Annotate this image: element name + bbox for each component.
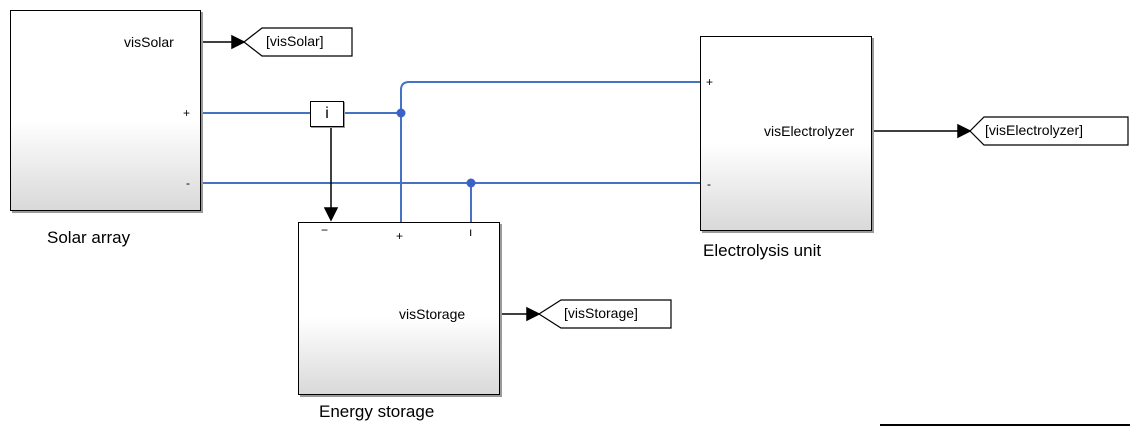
electrolysis-plus-port: + bbox=[706, 75, 714, 89]
electrolysis-viselectrolyzer-port-label: visElectrolyzer bbox=[764, 123, 855, 139]
arrowhead-viselectrolyzer bbox=[957, 123, 972, 139]
goto-vissolar-text: [visSolar] bbox=[266, 33, 324, 49]
storage-visstorage-port-label: visStorage bbox=[399, 306, 466, 322]
goto-viselectrolyzer-text: [visElectrolyzer] bbox=[985, 122, 1084, 138]
physical-connections bbox=[200, 81, 700, 222]
electrolysis-unit-label: Electrolysis unit bbox=[703, 241, 822, 260]
electrolysis-minus-port: - bbox=[707, 177, 711, 191]
solar-vissolar-port-label: visSolar bbox=[124, 34, 174, 50]
current-sensor-block[interactable]: i bbox=[310, 101, 344, 127]
solar-minus-port: - bbox=[186, 176, 190, 190]
goto-visstorage-text: [visStorage] bbox=[564, 305, 638, 321]
junction-dot-minus bbox=[466, 178, 476, 188]
junction-dot-plus bbox=[396, 108, 406, 118]
storage-plus-port: + bbox=[396, 229, 404, 243]
goto-viselectrolyzer-shape bbox=[969, 116, 1129, 146]
solar-array-block[interactable] bbox=[10, 10, 201, 211]
energy-storage-block[interactable] bbox=[298, 222, 500, 395]
arrowhead-sensor bbox=[323, 207, 339, 222]
goto-visstorage-shape bbox=[537, 299, 672, 329]
goto-vissolar-shape bbox=[243, 27, 353, 57]
solar-array-label: Solar array bbox=[47, 228, 131, 247]
solar-plus-port: + bbox=[183, 106, 191, 120]
wire-junction-to-electrolysis-plus[interactable] bbox=[400, 81, 700, 113]
energy-storage-label: Energy storage bbox=[319, 402, 435, 421]
arrowhead-visstorage bbox=[526, 306, 541, 322]
goto-viselectrolyzer-tag[interactable]: [visElectrolyzer] bbox=[969, 116, 1130, 146]
signal-lines bbox=[201, 34, 972, 322]
arrowhead-vissolar bbox=[231, 34, 246, 50]
storage-i-port: ı bbox=[469, 225, 473, 239]
goto-visstorage-tag[interactable]: [visStorage] bbox=[537, 299, 673, 329]
goto-vissolar-tag[interactable]: [visSolar] bbox=[243, 27, 354, 57]
partial-block-edge bbox=[880, 424, 1130, 426]
electrolysis-unit-block[interactable] bbox=[700, 36, 872, 231]
storage-minus-port: − bbox=[321, 223, 329, 237]
